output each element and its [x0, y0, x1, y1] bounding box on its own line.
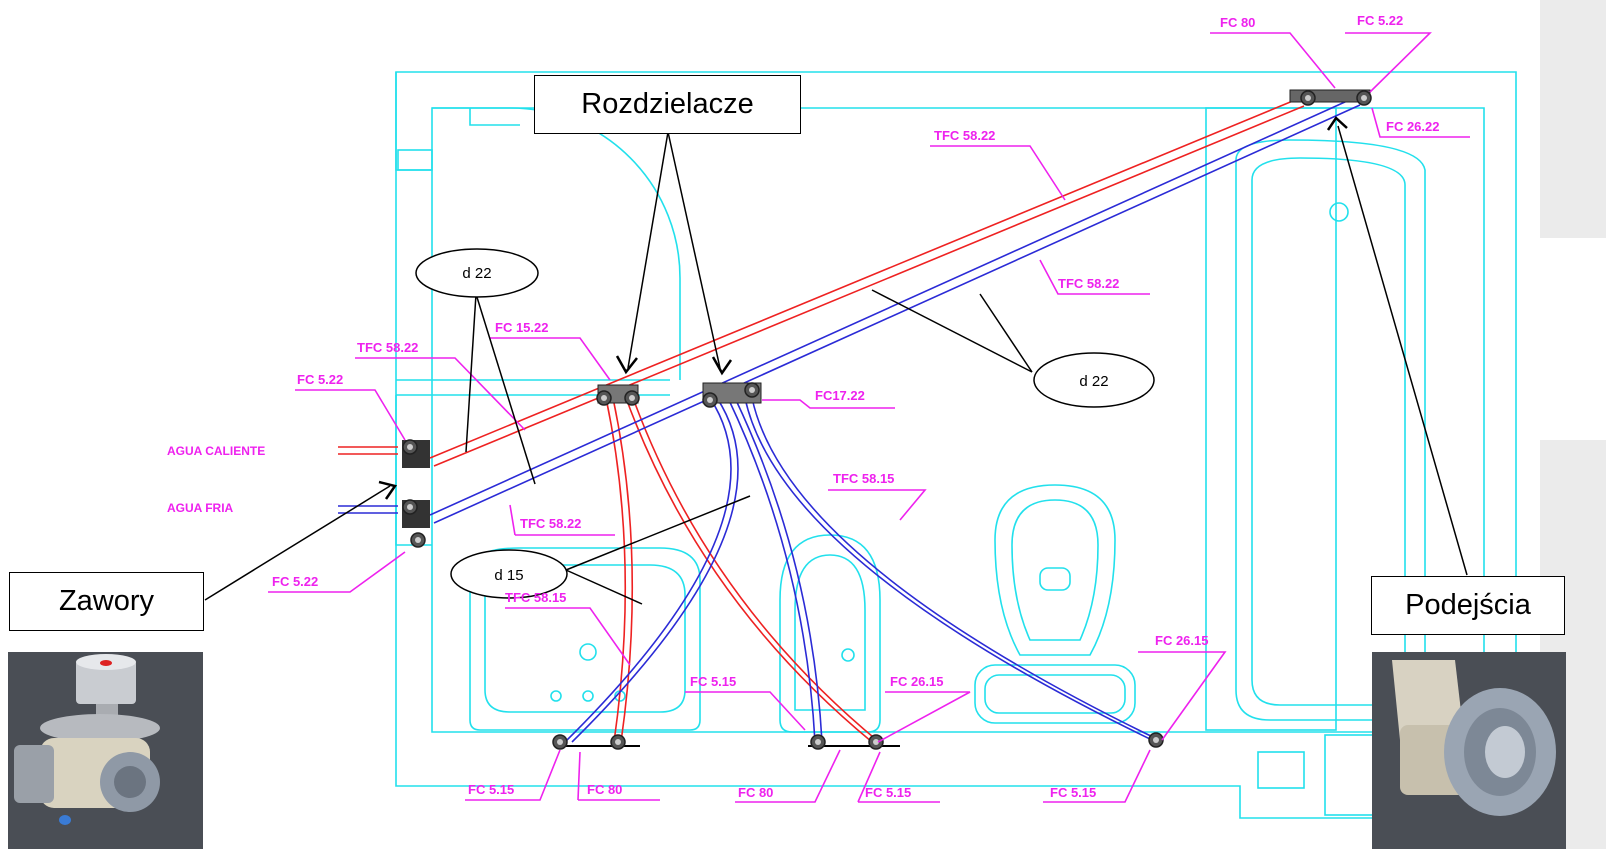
valve-photo-art: [8, 652, 203, 849]
diameter-ellipse-top-left: d 22: [415, 248, 539, 298]
cad-label-tfc5822-bottom: TFC 58.22: [520, 516, 581, 531]
bathroom-outline: [395, 71, 1517, 819]
cad-label-fc1722: FC17.22: [815, 388, 865, 403]
cad-label-fc2615-right: FC 26.15: [1155, 633, 1208, 648]
callout-rozdzielacze: Rozdzielacze: [534, 75, 801, 134]
cad-label-fc80-bottom-left: FC 80: [587, 782, 622, 797]
diameter-label-top-left: d 22: [462, 265, 491, 282]
callout-podejscia: Podejścia: [1371, 576, 1565, 635]
cad-label-tfc5815-right: TFC 58.15: [833, 471, 894, 486]
cad-label-agua-caliente: AGUA CALIENTE: [167, 444, 265, 458]
cad-label-tfc5822-left: TFC 58.22: [357, 340, 418, 355]
hot-water-pipes: [338, 97, 1305, 743]
cad-label-fc522-top: FC 5.22: [1357, 13, 1403, 28]
cad-label-fc1522: FC 15.22: [495, 320, 548, 335]
side-panel-top: [1540, 0, 1606, 238]
diameter-label-middle: d 15: [494, 567, 523, 584]
cad-label-fc515-bottom-right: FC 5.15: [1050, 785, 1096, 800]
cad-label-fc515-mid: FC 5.15: [690, 674, 736, 689]
diameter-ellipse-right: d 22: [1033, 352, 1155, 408]
callout-zawory: Zawory: [9, 572, 204, 631]
diameter-label-right: d 22: [1079, 373, 1108, 390]
cad-label-fc522-bottom: FC 5.22: [272, 574, 318, 589]
cad-label-tfc5822-right: TFC 58.22: [1058, 276, 1119, 291]
cad-label-fc80-top: FC 80: [1220, 15, 1255, 30]
cad-label-fc2622-top: FC 26.22: [1386, 119, 1439, 134]
cad-label-fc515-bottom-left: FC 5.15: [468, 782, 514, 797]
cad-label-tfc5815-left: TFC 58.15: [505, 590, 566, 605]
cad-label-tfc5822-top: TFC 58.22: [934, 128, 995, 143]
annotation-leaders: [204, 116, 1468, 605]
valve-photo: [8, 652, 203, 849]
cold-water-pipes: [338, 96, 1361, 743]
cad-label-leaders: [268, 32, 1470, 803]
cad-label-fc522-left: FC 5.22: [297, 372, 343, 387]
fitting-photo: [1372, 652, 1566, 849]
cad-label-agua-fria: AGUA FRIA: [167, 501, 234, 515]
cad-label-fc80-bottom-mid: FC 80: [738, 785, 773, 800]
fitting-photo-art: [1372, 652, 1566, 849]
diameter-ellipse-middle: d 15: [450, 549, 568, 599]
fittings: [402, 89, 1372, 750]
cad-label-fc515-bottom-mid: FC 5.15: [865, 785, 911, 800]
cad-label-fc2615-mid: FC 26.15: [890, 674, 943, 689]
